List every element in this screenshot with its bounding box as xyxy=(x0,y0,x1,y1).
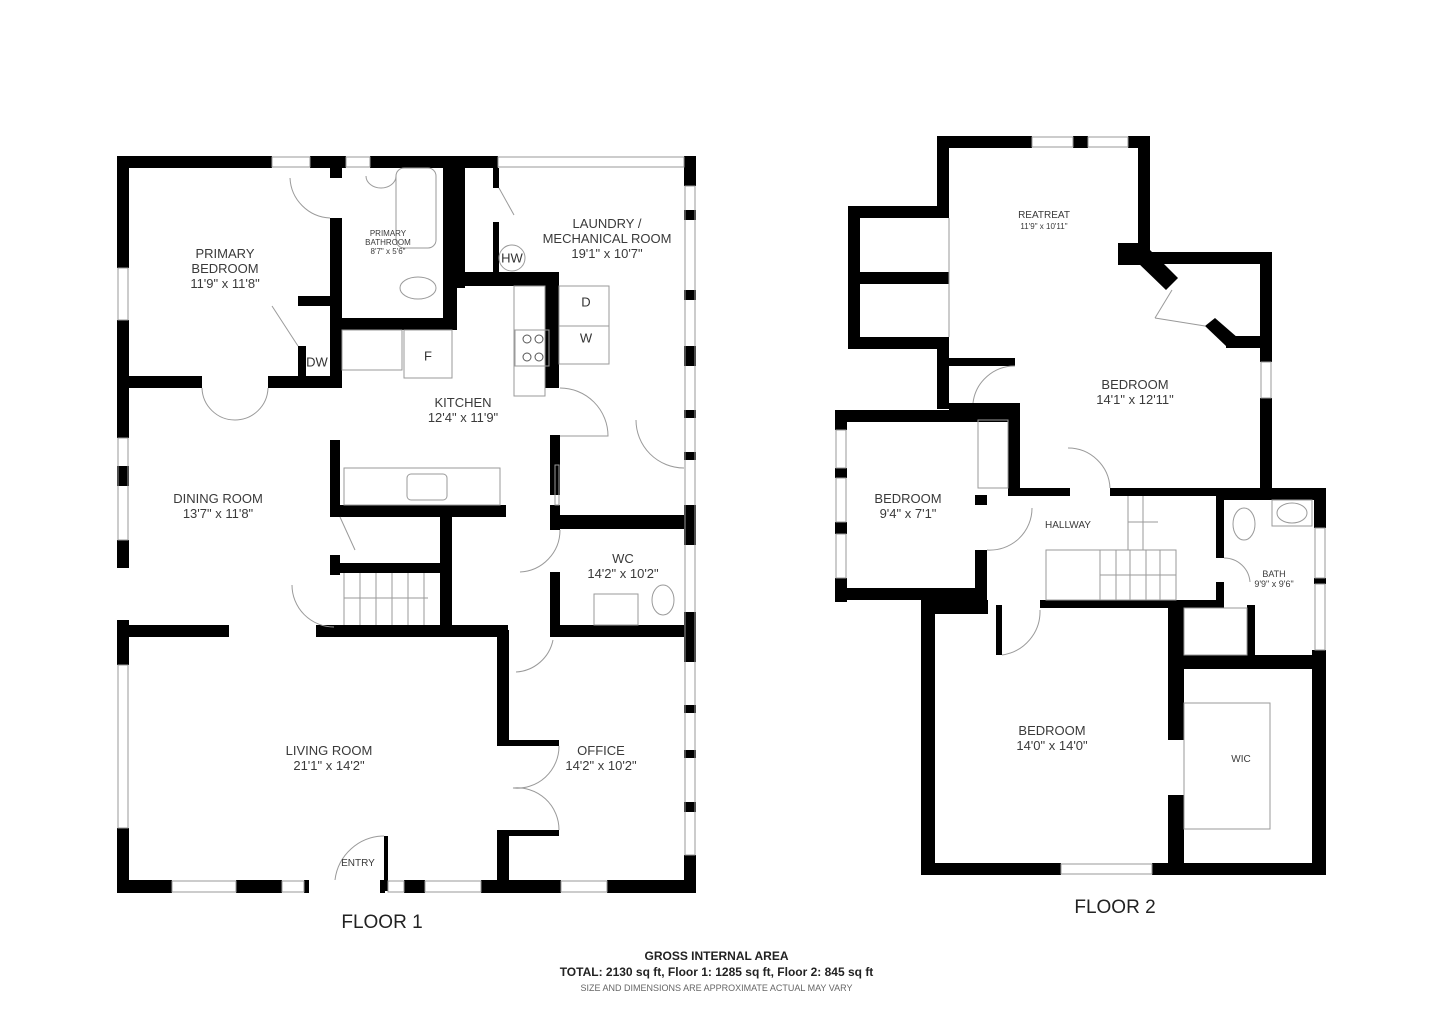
room-dimensions: 13'7" x 11'8" xyxy=(182,505,254,521)
room-entry: ENTRY xyxy=(341,858,375,870)
dryer-label: D xyxy=(581,294,591,310)
room-name: REATREAT xyxy=(1018,210,1070,221)
room-name: DINING ROOM xyxy=(173,491,263,506)
room-dimensions: 21'1" x 14'2" xyxy=(293,757,365,773)
room-bedroom-main: BEDROOM 14'1" x 12'11" xyxy=(1096,377,1174,408)
gross-area-totals: TOTAL: 2130 sq ft, Floor 1: 1285 sq ft, … xyxy=(559,965,874,979)
washer-label: W xyxy=(579,330,593,346)
disclaimer: SIZE AND DIMENSIONS ARE APPROXIMATE ACTU… xyxy=(580,983,853,993)
room-name: BEDROOM xyxy=(874,491,942,506)
room-name: BATHROOM xyxy=(365,238,411,248)
room-laundry-mechanical: LAUNDRY / MECHANICAL ROOM 19'1" x 10'7" xyxy=(542,216,672,262)
floor-2-windows-doors xyxy=(835,136,1326,875)
room-primary-bathroom: PRIMARY BATHROOM 8'7" x 5'6" xyxy=(365,229,411,257)
room-name: HALLWAY xyxy=(1045,520,1091,531)
room-dining-room: DINING ROOM 13'7" x 11'8" xyxy=(173,491,263,522)
room-office: OFFICE 14'2" x 10'2" xyxy=(565,743,637,774)
room-name: MECHANICAL ROOM xyxy=(542,230,672,246)
room-dimensions: 19'1" x 10'7" xyxy=(571,245,643,261)
floor-2-title: FLOOR 2 xyxy=(1074,897,1156,918)
room-dimensions: 14'2" x 10'2" xyxy=(565,757,637,773)
room-primary-bedroom: PRIMARY BEDROOM 11'9" x 11'8" xyxy=(190,246,260,292)
room-bath: BATH 9'9" x 9'6" xyxy=(1254,569,1293,590)
room-name: BATH xyxy=(1262,569,1286,579)
stove-icon xyxy=(522,334,544,362)
floor-2-angled-walls xyxy=(1135,248,1272,348)
room-dimensions: 14'0" x 14'0" xyxy=(1016,737,1088,753)
room-name: WC xyxy=(612,551,634,566)
dishwasher-label: DW xyxy=(306,354,328,370)
room-dimensions: 9'9" x 9'6" xyxy=(1254,579,1294,590)
room-name: LIVING ROOM xyxy=(285,743,373,758)
room-dimensions: 14'2" x 10'2" xyxy=(587,565,659,581)
room-name: LAUNDRY / xyxy=(572,216,642,231)
room-dimensions: 9'4" x 7'1" xyxy=(879,505,937,521)
gross-area-heading: GROSS INTERNAL AREA xyxy=(644,949,789,963)
room-name: BEDROOM xyxy=(1101,377,1169,392)
floor-1-walls xyxy=(117,156,696,893)
room-name: KITCHEN xyxy=(434,395,492,410)
water-heater-label: HW xyxy=(501,250,523,266)
room-dimensions: 11'9" x 10'11" xyxy=(1020,221,1068,231)
room-dimensions: 8'7" x 5'6" xyxy=(370,247,406,257)
room-name: BEDROOM xyxy=(191,260,259,276)
room-name: WIC xyxy=(1231,754,1251,765)
room-dimensions: 11'9" x 11'8" xyxy=(190,275,260,291)
room-name: OFFICE xyxy=(577,743,625,758)
room-name: PRIMARY xyxy=(195,246,255,261)
room-hallway: HALLWAY xyxy=(1045,520,1091,532)
floor-1-title: FLOOR 1 xyxy=(341,912,423,933)
room-kitchen: KITCHEN 12'4" x 11'9" xyxy=(427,395,499,426)
room-bedroom-lower: BEDROOM 14'0" x 14'0" xyxy=(1016,723,1088,754)
room-wic: WIC xyxy=(1231,754,1250,766)
room-name: ENTRY xyxy=(341,858,375,869)
room-wc: WC 14'2" x 10'2" xyxy=(587,551,659,582)
room-living-room: LIVING ROOM 21'1" x 14'2" xyxy=(285,743,373,774)
room-dimensions: 12'4" x 11'9" xyxy=(427,409,499,425)
fridge-label: F xyxy=(424,348,432,364)
room-dimensions: 14'1" x 12'11" xyxy=(1096,391,1174,407)
floor-1-windows-doors xyxy=(117,156,696,893)
room-bedroom-small: BEDROOM 9'4" x 7'1" xyxy=(874,491,942,522)
room-retreat: REATREAT 11'9" x 10'11" xyxy=(1018,210,1070,231)
floor-2-walls xyxy=(835,136,1326,875)
room-name: PRIMARY xyxy=(369,229,407,238)
room-name: BEDROOM xyxy=(1018,723,1086,738)
